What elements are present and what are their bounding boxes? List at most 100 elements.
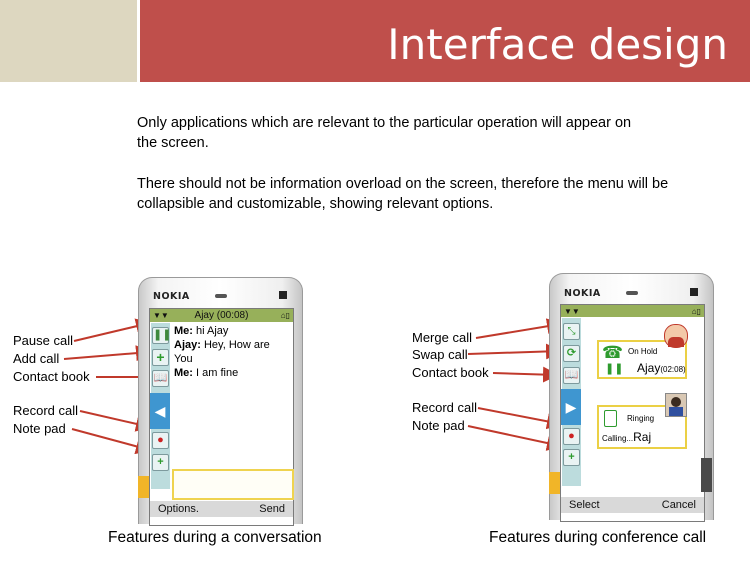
- notepad-icon: +: [568, 451, 575, 463]
- photo-head: [671, 397, 681, 407]
- label-pause-call: Pause call: [13, 333, 73, 348]
- select-softkey[interactable]: Select: [569, 499, 600, 511]
- swap-call-button[interactable]: ⟳: [563, 345, 580, 362]
- record-call-button-right[interactable]: ●: [563, 428, 580, 445]
- right-status-bar: ▼▼ ⌂▯: [561, 305, 704, 317]
- paragraph-1-line-2: the screen.: [137, 135, 209, 151]
- left-phone-brand: NOKIA: [153, 291, 190, 302]
- note-pad-button-left[interactable]: +: [152, 454, 169, 471]
- label-swap-call: Swap call: [412, 347, 468, 362]
- call1-name-text: Ajay: [637, 361, 661, 375]
- call1-status: On Hold: [628, 347, 658, 356]
- signal-icon: ▼▼: [153, 311, 169, 320]
- battery-icon: ⌂▯: [280, 311, 290, 320]
- left-status-title: Ajay (00:08): [194, 310, 249, 321]
- caller-photo-raj: [665, 393, 687, 417]
- book-icon: 📖: [564, 369, 579, 381]
- right-phone-brand: NOKIA: [564, 288, 601, 299]
- chat-speaker: Me:: [174, 325, 193, 337]
- record-call-button-left[interactable]: ●: [152, 432, 169, 449]
- call2-status: Ringing: [627, 414, 655, 423]
- caption-conversation: Features during a conversation: [108, 529, 322, 546]
- cancel-softkey[interactable]: Cancel: [661, 499, 696, 511]
- chevron-left-icon: ◀: [154, 403, 166, 419]
- right-phone-screen: ▼▼ ⌂▯ ⤡ ⟳ 📖 ▶ ● + ☎ On Hold ❚❚ Ajay(02:0…: [560, 304, 705, 522]
- expand-menu-tab-right[interactable]: ▶: [561, 389, 581, 425]
- chat-speaker: Me:: [174, 367, 193, 379]
- arrow-pause-call: [73, 318, 152, 342]
- arrow-merge-call: [475, 318, 563, 339]
- header-accent-block: [0, 0, 137, 82]
- call2-prefix: Calling...: [602, 434, 634, 443]
- chat-message: Ajay: Hey, How are: [174, 338, 290, 352]
- avatar-body: [668, 337, 684, 347]
- paragraph-1: Only applications which are relevant to …: [137, 113, 737, 153]
- left-phone-screen: ▼▼ Ajay (00:08) ⌂▯ ❚❚ + 📖 ◀ ● + Me: hi A…: [149, 308, 294, 526]
- record-icon: ●: [157, 434, 164, 446]
- label-merge-call: Merge call: [412, 330, 472, 345]
- arrow-swap-call: [467, 343, 562, 360]
- arrow-note-pad-left: [71, 428, 152, 455]
- collapse-menu-tab-left[interactable]: ◀: [150, 393, 170, 429]
- right-phone: NOKIA ▼▼ ⌂▯ ⤡ ⟳ 📖 ▶ ● + ☎ On Hold ❚❚ Aja…: [549, 273, 714, 522]
- pause-call-button[interactable]: ❚❚: [152, 327, 172, 344]
- right-phone-earpiece: [626, 291, 638, 295]
- paragraph-2-line-1: There should not be information overload…: [137, 176, 669, 192]
- message-input[interactable]: [172, 469, 294, 500]
- call2-name: Calling...Raj: [602, 430, 651, 444]
- right-phone-side-edge: [701, 458, 712, 492]
- signal-icon: ▼▼: [564, 307, 580, 316]
- paragraph-2: There should not be information overload…: [137, 174, 737, 214]
- chat-message: You: [174, 352, 290, 366]
- label-record-call-right: Record call: [412, 400, 478, 415]
- note-pad-button-right[interactable]: +: [563, 449, 580, 466]
- header-title-bar: [140, 0, 750, 82]
- left-phone-side-key: [138, 476, 149, 498]
- label-note-pad-right: Note pad: [412, 418, 465, 433]
- record-icon: ●: [568, 430, 575, 442]
- chat-text: Hey, How are: [200, 339, 270, 351]
- arrow-record-call-right: [477, 407, 563, 430]
- options-softkey[interactable]: Options.: [158, 503, 199, 515]
- right-phone-side-key: [549, 472, 560, 494]
- slide-title: Interface design: [387, 20, 728, 69]
- caption-conference-call: Features during conference call: [489, 529, 707, 546]
- call2-name-text: Raj: [633, 430, 652, 444]
- left-status-bar: ▼▼ Ajay (00:08) ⌂▯: [150, 309, 293, 322]
- call1-duration: (02:08): [660, 365, 686, 374]
- arrow-contact-book-right: [492, 366, 559, 383]
- arrow-add-call: [63, 345, 152, 362]
- notepad-icon: +: [157, 456, 164, 468]
- send-softkey[interactable]: Send: [259, 503, 285, 515]
- contact-book-button-left[interactable]: 📖: [152, 370, 169, 387]
- chevron-right-icon: ▶: [565, 399, 577, 415]
- phone-handset-icon: ☎: [602, 343, 624, 362]
- label-contact-book-right: Contact book: [412, 365, 489, 380]
- swap-icon: ⟳: [566, 347, 577, 359]
- call1-name: Ajay(02:08): [637, 361, 686, 375]
- book-icon: 📖: [153, 372, 168, 384]
- label-contact-book-left: Contact book: [13, 369, 90, 384]
- chat-speaker: Ajay:: [174, 339, 201, 351]
- caller-avatar-ajay: [664, 324, 688, 348]
- photo-body: [669, 407, 683, 416]
- chat-message: Me: hi Ajay: [174, 324, 290, 338]
- chat-text: hi Ajay: [192, 325, 229, 337]
- battery-icon: ⌂▯: [691, 307, 701, 316]
- left-phone-camera: [279, 291, 287, 299]
- chat-message: Me: I am fine: [174, 366, 290, 380]
- contact-book-button-right[interactable]: 📖: [563, 367, 580, 384]
- chat-text: You: [174, 353, 193, 365]
- left-softkey-bar: Options. Send: [150, 501, 293, 517]
- add-call-button[interactable]: +: [152, 349, 169, 366]
- chat-text: I am fine: [192, 367, 239, 379]
- pause-icon: ❚❚: [153, 329, 172, 341]
- plus-icon: +: [156, 349, 165, 365]
- merge-call-button[interactable]: ⤡: [563, 323, 580, 340]
- label-record-call-left: Record call: [13, 403, 79, 418]
- right-softkey-bar: Select Cancel: [561, 497, 704, 513]
- right-phone-camera: [690, 288, 698, 296]
- paragraph-2-line-2: collapsible and customizable, showing re…: [137, 196, 494, 212]
- arrow-note-pad-right: [467, 425, 563, 451]
